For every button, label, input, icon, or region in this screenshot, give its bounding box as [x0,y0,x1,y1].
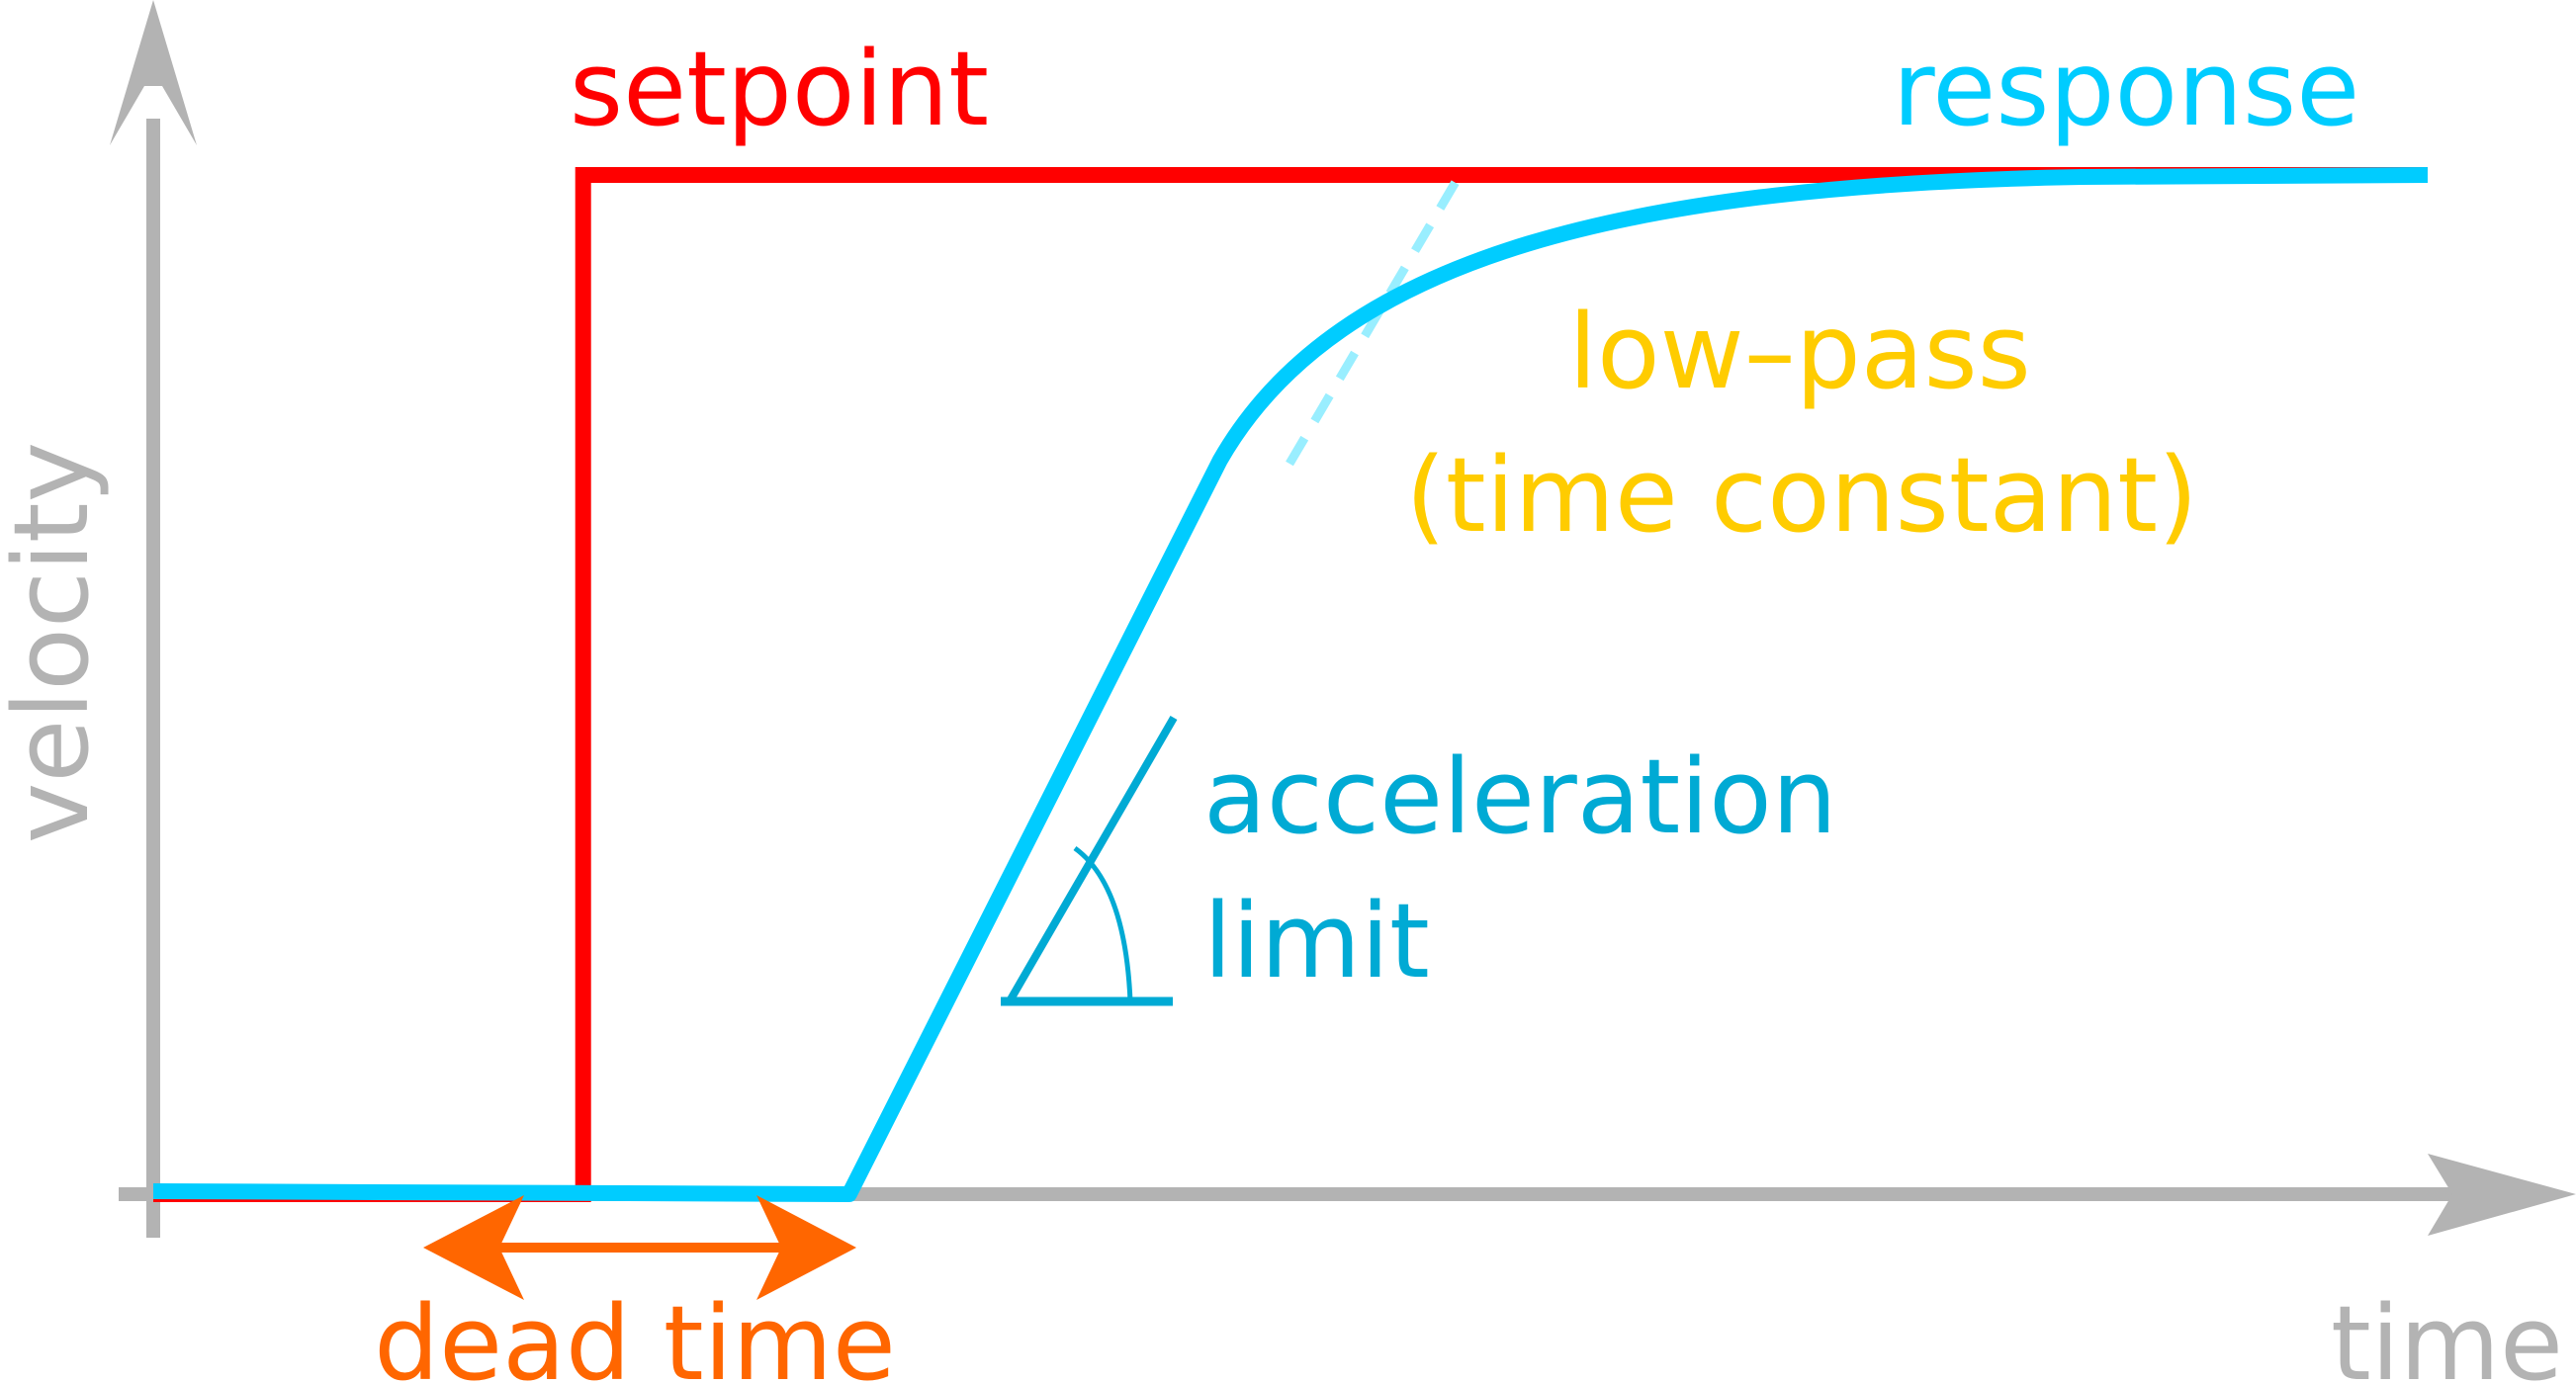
acceleration-label: acceleration [1203,736,1837,857]
response-line [152,167,2429,1202]
y-axis-arrowhead [110,0,197,145]
dead-time-label: dead time [374,1283,896,1384]
lowpass-label: low–pass [1568,292,2031,412]
response-label: response [1893,29,2359,149]
x-axis-arrowhead [2428,1154,2576,1236]
time-constant-label: (time constant) [1405,435,2197,556]
response-ramp-extension [1286,179,1460,467]
y-axis-label: velocity [0,442,112,843]
acceleration-slope-marker [1001,715,1178,1006]
x-axis-label: time [2331,1283,2563,1384]
limit-label: limit [1203,881,1430,1001]
setpoint-label: setpoint [570,29,989,149]
dead-time-arrow [423,1195,856,1300]
setpoint-line [153,167,2428,1202]
